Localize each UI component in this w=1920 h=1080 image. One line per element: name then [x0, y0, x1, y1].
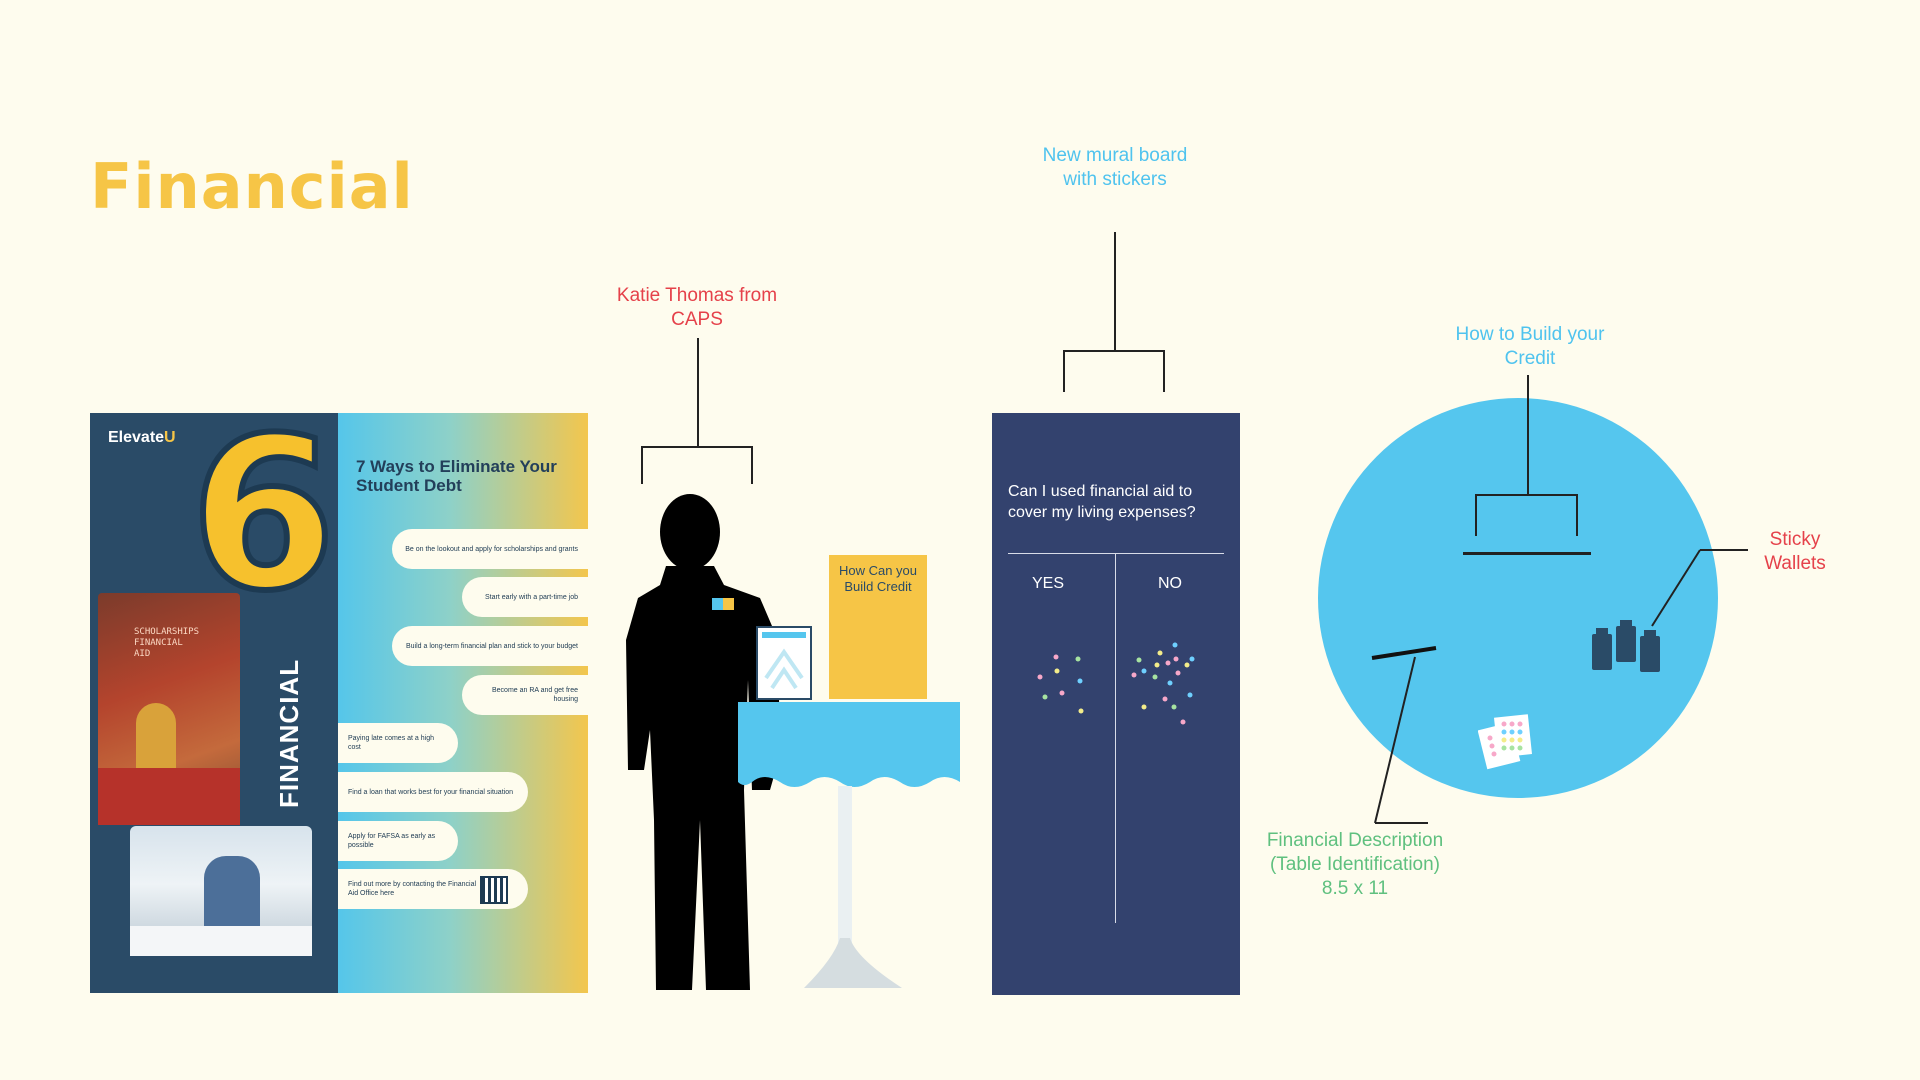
poster-right-panel: 7 Ways to Eliminate Your Student Debt Be…	[338, 413, 588, 993]
poster-section-label: FINANCIAL	[274, 658, 304, 808]
brand-name: Elevate	[108, 429, 165, 446]
mural-bracket	[1063, 350, 1165, 352]
table-sign: How Can you Build Credit	[829, 555, 927, 699]
mural-bracket-left	[1063, 350, 1065, 392]
person-silhouette	[626, 494, 780, 990]
katie-label: Katie Thomas from CAPS	[616, 285, 778, 330]
photo-person-shape	[204, 856, 260, 934]
mural-board: Can I used financial aid to cover my liv…	[992, 413, 1240, 995]
brand-mark-icon: U	[164, 429, 176, 446]
mural-label: New mural board with stickers	[1042, 145, 1188, 190]
poster-left-panel: ElevateU 6 SCHOLARSHIPS FINANCIAL AID FI…	[90, 413, 338, 993]
photo-person-shape	[136, 703, 176, 773]
mural-bracket-right	[1163, 350, 1165, 392]
credit-connector	[1527, 375, 1529, 495]
mural-question: Can I used financial aid to cover my liv…	[1008, 483, 1196, 521]
chevron-up-icon	[764, 648, 804, 690]
photo-desk-shape	[130, 926, 312, 956]
wallets-icon	[1592, 620, 1660, 672]
mural-no-label: NO	[1158, 575, 1182, 592]
description-label: Financial Description (Table Identificat…	[1266, 830, 1444, 899]
katie-bracket-right	[751, 446, 753, 484]
tip-6: Find a loan that works best for your fin…	[338, 772, 528, 812]
wallets-label: Sticky Wallets	[1764, 529, 1826, 574]
tip-7: Apply for FAFSA as early as possible	[338, 821, 458, 861]
photo-student-studying	[130, 826, 312, 956]
sticker-sheets-icon	[1478, 714, 1532, 770]
cocktail-table	[738, 702, 960, 988]
table-card	[756, 626, 812, 700]
credit-bracket-right	[1576, 494, 1578, 536]
mural-connector	[1114, 232, 1116, 352]
sign-placement-line	[1463, 552, 1591, 555]
poster-heading: 7 Ways to Eliminate Your Student Debt	[356, 457, 557, 495]
description-connector	[1374, 656, 1428, 824]
qr-code-icon	[480, 876, 508, 904]
katie-bracket	[641, 446, 753, 448]
financial-poster: ElevateU 6 SCHOLARSHIPS FINANCIAL AID FI…	[90, 413, 588, 993]
katie-bracket-left	[641, 446, 643, 484]
tip-5: Paying late comes at a high cost	[338, 723, 458, 763]
mural-divider	[1008, 553, 1224, 554]
credit-bracket-left	[1475, 494, 1477, 536]
brand-logo: ElevateU	[108, 429, 176, 447]
tip-1: Be on the lookout and apply for scholars…	[392, 529, 588, 569]
page-title: Financial	[90, 150, 414, 223]
katie-connector	[697, 338, 699, 446]
wallets-connector	[1651, 549, 1748, 627]
description-placement-line	[1371, 646, 1437, 660]
mural-yes-label: YES	[1032, 575, 1065, 592]
mural-column-divider	[1115, 553, 1116, 923]
card-header-bar	[762, 632, 806, 638]
sticker-dots	[1037, 642, 1195, 725]
tip-2: Start early with a part-time job	[462, 577, 588, 617]
credit-bracket	[1475, 494, 1578, 496]
poster-number: 6	[187, 413, 338, 637]
tip-3: Build a long-term financial plan and sti…	[392, 626, 588, 666]
photo-student-laptop: SCHOLARSHIPS FINANCIAL AID	[98, 593, 240, 825]
tip-4: Become an RA and get free housing	[462, 675, 588, 715]
photo-sign-text: SCHOLARSHIPS FINANCIAL AID	[134, 627, 200, 659]
table-sign-text: How Can you Build Credit	[838, 563, 918, 594]
photo-couch-shape	[98, 768, 240, 825]
credit-label: How to Build your Credit	[1455, 324, 1605, 369]
